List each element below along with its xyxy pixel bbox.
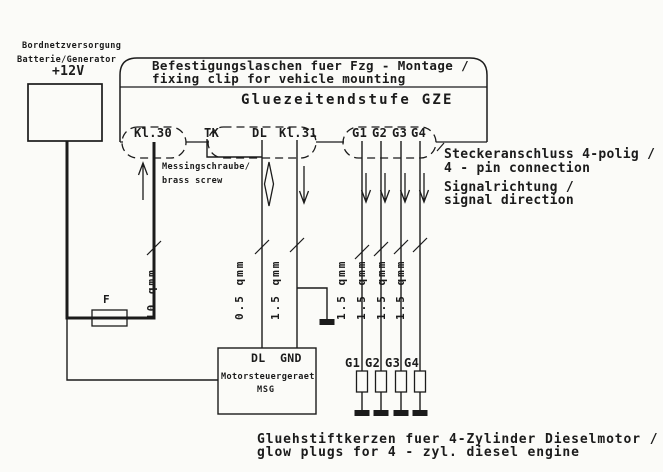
terminal-ovals (121, 126, 437, 159)
brass-screw-label-de: Messingschraube/ (162, 162, 251, 172)
gauge-slash-marks (146, 237, 428, 260)
terminal-label-g4: G4 (411, 126, 427, 140)
glow-plug-g4 (413, 370, 427, 393)
g4-ground-icon (412, 410, 428, 416)
terminal-oval-tk-dl-kl31 (207, 126, 317, 159)
caption-en: glow plugs for 4 - zyl. diesel engine (257, 445, 580, 460)
ground-symbols (319, 319, 428, 416)
glow-plug-g3 (394, 370, 408, 393)
power-supply-label-de: Bordnetzversorgung (22, 41, 122, 51)
unit-title: Gluezeitendstufe GZE (241, 92, 454, 108)
g4-down-arrow-icon (418, 173, 430, 204)
fuse-label: F (103, 293, 111, 306)
ecu-abbr: MSG (257, 385, 275, 395)
dl-bidirectional-arrow-icon (263, 161, 275, 207)
connector-leader-line (436, 142, 445, 152)
connector-label-en: 4 - pin connection (444, 161, 591, 176)
g1-down-arrow-icon (360, 173, 372, 204)
g2-ground-icon (373, 410, 389, 416)
gauge-label-g2: 1.5 qmm (355, 259, 368, 320)
gnd-branch-wire (297, 287, 328, 319)
fuse-symbol (91, 309, 128, 327)
caption-de: Gluehstiftkerzen fuer 4-Zylinder Dieselm… (257, 432, 659, 447)
gauge-label-g4: 1.5 qmm (394, 259, 407, 320)
signal-direction-label-en: signal direction (444, 193, 575, 208)
mounting-note-en: fixing clip for vehicle mounting (152, 71, 406, 86)
g2-down-arrow-icon (379, 173, 391, 204)
g3-ground-icon (393, 410, 409, 416)
voltage-label: +12V (52, 64, 85, 79)
gauge-label-g3: 1.5 qmm (375, 259, 388, 320)
terminal-label-g3: G3 (392, 126, 408, 140)
ecu-supply-wire (66, 318, 218, 381)
power-wire (65, 141, 156, 320)
terminal-oval-g1-g4 (342, 126, 437, 159)
glow-plug-g2 (374, 370, 388, 393)
terminal-label-kl30: Kl.30 (134, 126, 173, 140)
ecu-pin-gnd: GND (280, 351, 302, 365)
gze-unit-box (119, 57, 488, 142)
signal-wires (66, 139, 421, 410)
battery-box (27, 83, 103, 142)
kl31-down-arrow-icon (298, 166, 310, 205)
terminal-label-tk: TK (204, 126, 220, 140)
direction-arrows (137, 161, 430, 207)
gnd-ground-icon (319, 319, 335, 325)
glow-plug-label-g2: G2 (365, 356, 381, 370)
brass-screw-label-en: brass screw (162, 176, 223, 186)
glow-plug-bodies (355, 370, 427, 393)
terminal-oval-kl30 (121, 126, 187, 159)
gauge-label-kl31: 1.5 qmm (269, 259, 282, 320)
glow-plug-label-g3: G3 (385, 356, 401, 370)
signal-direction-label-de: Signalrichtung / (444, 180, 575, 195)
mounting-note-de: Befestigungslaschen fuer Fzg - Montage / (152, 58, 470, 73)
power-supply-label-en: Batterie/Generator (17, 55, 117, 65)
ecu-box (217, 347, 317, 415)
connector-label-de: Steckeranschluss 4-polig / (444, 147, 656, 162)
tk-jumper-wire (206, 139, 262, 158)
ecu-name: Motorsteuergeraet (221, 372, 315, 382)
glow-plug-label-g4: G4 (404, 356, 420, 370)
gauge-label-dl: 0.5 qmm (233, 259, 246, 320)
gauge-label-battery: 10 qmm (145, 268, 158, 320)
gauge-label-g1: 1.5 qmm (335, 259, 348, 320)
terminal-label-g2: G2 (372, 126, 388, 140)
terminal-label-g1: G1 (352, 126, 368, 140)
terminal-label-kl31: Kl.31 (279, 126, 318, 140)
glow-plug-label-g1: G1 (345, 356, 361, 370)
kl30-up-arrow-icon (137, 161, 149, 200)
terminal-label-dl: DL (252, 126, 268, 140)
ecu-pin-dl: DL (251, 351, 266, 365)
glow-plug-g1 (355, 370, 369, 393)
g1-ground-icon (354, 410, 370, 416)
g3-down-arrow-icon (399, 173, 411, 204)
